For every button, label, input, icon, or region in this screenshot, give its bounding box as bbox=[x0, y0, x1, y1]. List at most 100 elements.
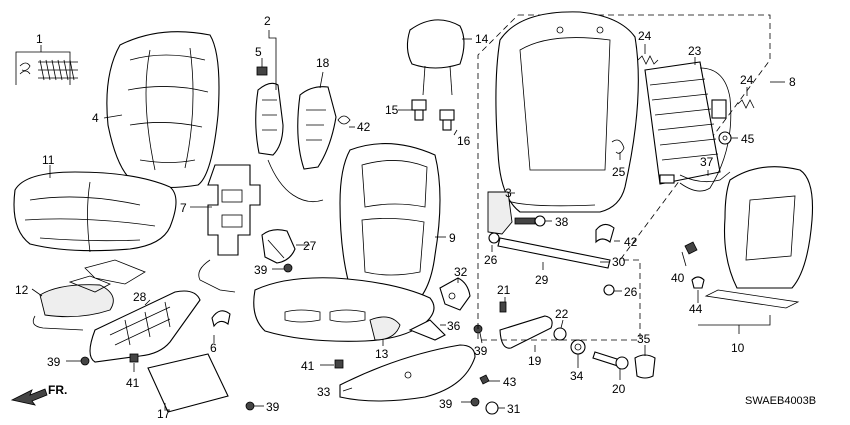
callout-39b: 39 bbox=[47, 355, 61, 369]
callout-5: 5 bbox=[255, 45, 262, 59]
part-24-spring-b bbox=[737, 87, 755, 109]
callout-40: 40 bbox=[671, 271, 685, 285]
callout-9: 9 bbox=[449, 231, 456, 245]
callout-30: 30 bbox=[612, 255, 626, 269]
part-42-clip-b bbox=[595, 223, 620, 244]
part-3-recliner bbox=[487, 191, 515, 235]
part-42-clip bbox=[337, 115, 355, 128]
part-31-cap bbox=[485, 401, 505, 415]
part-8-frame-box bbox=[477, 14, 785, 341]
callout-41b: 41 bbox=[126, 376, 140, 390]
callout-28: 28 bbox=[133, 290, 147, 304]
part-39-screw-a bbox=[272, 263, 293, 273]
callout-35: 35 bbox=[637, 332, 651, 346]
callout-37: 37 bbox=[700, 155, 714, 169]
callout-26b: 26 bbox=[624, 285, 638, 299]
callout-32: 32 bbox=[454, 265, 468, 279]
part-26-washer-b bbox=[603, 284, 622, 296]
part-45-nut bbox=[718, 131, 738, 145]
part-10-back-panel bbox=[698, 166, 814, 334]
callout-12: 12 bbox=[15, 283, 29, 297]
callout-19: 19 bbox=[528, 354, 542, 368]
callout-4: 4 bbox=[92, 111, 99, 125]
callout-2: 2 bbox=[264, 14, 271, 28]
callout-20: 20 bbox=[612, 382, 626, 396]
part-7-heater-pad bbox=[190, 164, 261, 293]
callout-31: 31 bbox=[507, 402, 521, 416]
part-11-cushion-cover bbox=[13, 165, 177, 253]
drawing-code: SWAEB4003B bbox=[745, 395, 816, 407]
callout-16: 16 bbox=[457, 134, 471, 148]
part-44-clip bbox=[691, 276, 705, 303]
part-13-cushion-pad bbox=[253, 277, 435, 346]
callout-25: 25 bbox=[612, 165, 626, 179]
callout-24b: 24 bbox=[740, 73, 754, 87]
part-39-screw-c bbox=[245, 401, 264, 411]
direction-label: FR. bbox=[48, 383, 67, 397]
part-39-screw-e bbox=[461, 397, 480, 407]
callout-26a: 26 bbox=[484, 253, 498, 267]
callout-18: 18 bbox=[316, 56, 330, 70]
callout-21: 21 bbox=[497, 283, 511, 297]
part-33-outer-cover bbox=[339, 344, 476, 402]
part-18-side-frame bbox=[297, 71, 337, 170]
callout-33: 33 bbox=[317, 385, 331, 399]
seatback-frame bbox=[495, 11, 639, 213]
part-34-nut bbox=[570, 339, 586, 368]
part-1-clips bbox=[15, 45, 78, 85]
callout-27: 27 bbox=[303, 239, 317, 253]
part-22-washer bbox=[553, 319, 567, 341]
part-16-guide bbox=[439, 109, 458, 136]
part-25-clip bbox=[611, 139, 625, 160]
callout-7: 7 bbox=[180, 201, 187, 215]
callout-34: 34 bbox=[570, 369, 584, 383]
callout-45: 45 bbox=[741, 132, 755, 146]
part-2-side-airbag bbox=[255, 30, 324, 203]
part-24-spring-a bbox=[637, 44, 659, 65]
callout-39e: 39 bbox=[439, 397, 453, 411]
callout-42b: 42 bbox=[624, 235, 638, 249]
callout-22: 22 bbox=[555, 307, 569, 321]
part-15-guide bbox=[398, 99, 427, 121]
part-12-pad-base bbox=[31, 259, 146, 331]
callout-39a: 39 bbox=[254, 263, 268, 277]
part-35-cap bbox=[634, 345, 656, 379]
callout-23: 23 bbox=[688, 44, 702, 58]
part-14-headrest bbox=[406, 19, 472, 96]
part-5-bolt bbox=[256, 58, 268, 76]
callout-44: 44 bbox=[689, 302, 703, 316]
callout-6: 6 bbox=[210, 341, 217, 355]
callout-36: 36 bbox=[447, 319, 461, 333]
callout-13: 13 bbox=[375, 347, 389, 361]
part-27-bracket bbox=[261, 229, 310, 264]
part-38-bolt bbox=[514, 215, 552, 227]
part-36-clip bbox=[408, 319, 446, 341]
callout-15: 15 bbox=[385, 103, 399, 117]
callout-39c: 39 bbox=[266, 400, 280, 414]
part-28-seat-frame bbox=[89, 290, 201, 363]
part-21-bolt bbox=[499, 297, 507, 313]
front-direction-arrow-icon bbox=[10, 388, 48, 406]
callout-39d: 39 bbox=[474, 344, 488, 358]
part-4-seatback-cover bbox=[103, 31, 220, 189]
callout-3: 3 bbox=[505, 186, 512, 200]
callout-24a: 24 bbox=[638, 29, 652, 43]
callout-17: 17 bbox=[157, 407, 171, 421]
callout-10: 10 bbox=[731, 341, 745, 355]
part-29-rod bbox=[497, 237, 611, 270]
callout-41a: 41 bbox=[301, 359, 315, 373]
callout-14: 14 bbox=[475, 32, 489, 46]
part-32-bracket bbox=[439, 277, 471, 311]
callout-38: 38 bbox=[555, 215, 569, 229]
part-40-clip bbox=[681, 241, 698, 267]
callout-29: 29 bbox=[535, 273, 549, 287]
part-6-clip bbox=[211, 310, 231, 343]
part-20-pin bbox=[592, 351, 629, 380]
part-19-lever bbox=[499, 315, 553, 352]
callout-labels: 1 2 3 4 5 6 7 8 9 10 11 12 13 14 15 16 1… bbox=[15, 14, 816, 421]
callout-43: 43 bbox=[503, 375, 517, 389]
part-41-clip-a bbox=[320, 359, 344, 369]
part-17-garnish bbox=[147, 353, 229, 413]
